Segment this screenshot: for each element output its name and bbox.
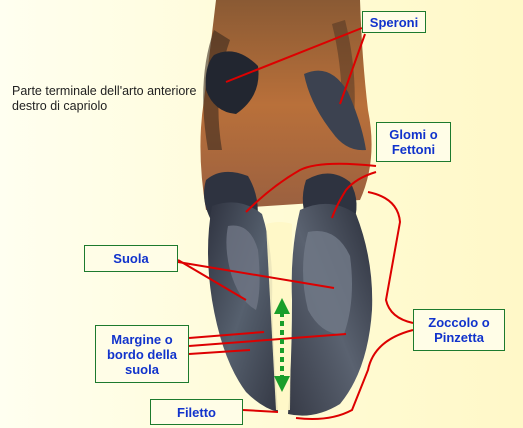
leader-glomi-left [245, 162, 377, 213]
label-filetto: Filetto [150, 399, 243, 425]
filetto-arrow [274, 298, 290, 392]
dewclaw-right [304, 70, 366, 151]
leader-speroni-right [339, 33, 366, 105]
dewclaw-left [205, 51, 259, 114]
label-zoccolo: Zoccolo o Pinzetta [413, 309, 505, 351]
label-speroni: Speroni [362, 11, 426, 33]
leader-speroni-left [225, 27, 363, 83]
sole-right [303, 231, 352, 335]
sole-left [226, 225, 260, 310]
label-suola: Suola [84, 245, 178, 272]
figure-caption: Parte terminale dell'arto anteriore dest… [12, 84, 197, 113]
leader-lines [177, 27, 414, 420]
leader-suola-right [177, 261, 335, 289]
leader-margine-right [188, 333, 347, 347]
leader-glomi-right [331, 171, 377, 219]
leader-filetto [242, 409, 279, 413]
label-glomi: Glomi o Fettoni [376, 122, 451, 162]
claw-left [208, 202, 278, 412]
leg-fur [200, 0, 372, 210]
label-margine: Margine o bordo della suola [95, 325, 189, 383]
zoccolo-bracket-lower [295, 329, 414, 420]
leader-margine-left [188, 331, 265, 339]
zoccolo-bracket-upper [367, 191, 414, 324]
leader-suola-left [177, 259, 247, 301]
interdigital-gap [266, 222, 292, 410]
leader-margine-left-2 [188, 349, 251, 355]
